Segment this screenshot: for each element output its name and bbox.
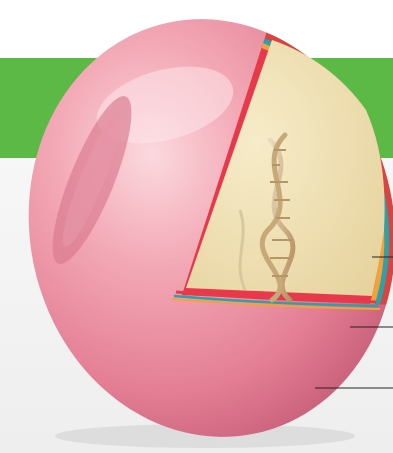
cell-cutaway-diagram — [0, 0, 393, 453]
